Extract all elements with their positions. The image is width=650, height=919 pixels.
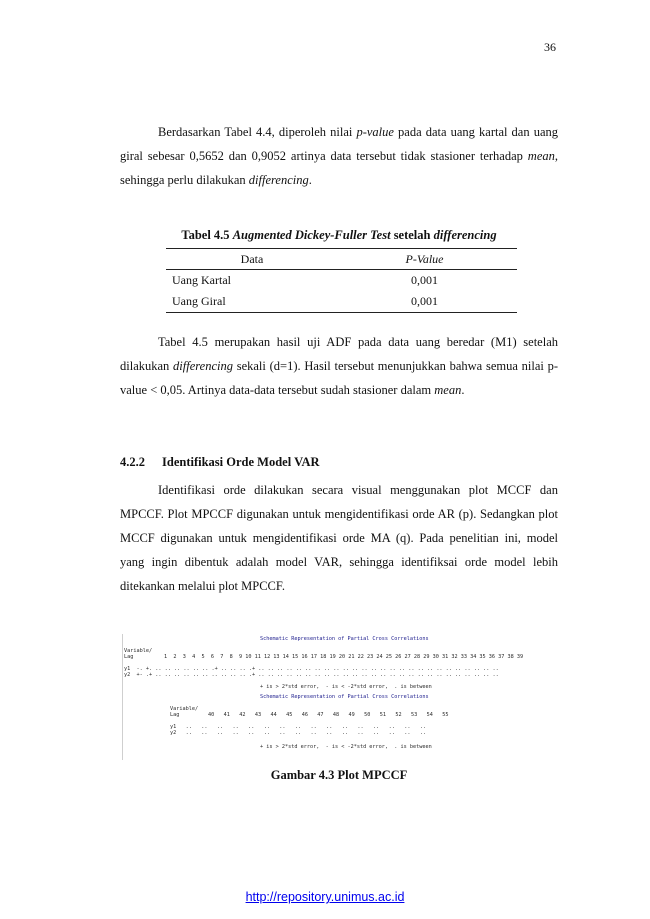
text: . (308, 173, 312, 187)
variable-label-2: Variable/ (170, 706, 199, 712)
mpccf-plot-figure: Schematic Representation of Partial Cros… (122, 634, 546, 760)
footer-url: http://repository.unimus.ac.id (0, 890, 650, 904)
table-row: Uang Kartal 0,001 (166, 270, 517, 292)
page-number: 36 (544, 40, 556, 54)
paragraph-adf-interpretation: Tabel 4.5 merupakan hasil uji ADF pada d… (120, 330, 558, 402)
table-row: Uang Giral 0,001 (166, 291, 517, 313)
table-cell: 0,001 (332, 291, 517, 313)
legend-row2: + is > 2*std error, - is < -2*std error,… (260, 744, 432, 750)
legend-row1: + is > 2*std error, - is < -2*std error,… (260, 684, 432, 690)
figure-border (122, 634, 123, 760)
text: . (461, 383, 465, 397)
text: pada data uang kartal dan uang giral seb… (120, 125, 558, 163)
lag-label-2: Lag (170, 712, 180, 718)
caption-mid: setelah (390, 228, 434, 242)
y2-row2: y2 .. .. .. .. .. .. .. .. .. .. .. .. .… (170, 730, 427, 736)
caption-italic: Augmented Dickey-Fuller Test (232, 228, 391, 242)
figure-caption: Gambar 4.3 Plot MPCCF (270, 768, 408, 782)
repository-link[interactable]: http://repository.unimus.ac.id (245, 890, 405, 904)
figure-title-2: Schematic Representation of Partial Cros… (260, 694, 429, 700)
text: Tabel 4.5 merupakan hasil uji ADF pada d… (120, 335, 558, 373)
caption-italic: differencing (433, 228, 497, 242)
column-header-p-value: P-Value (332, 248, 517, 270)
table-header-row: Data P-Value (166, 248, 517, 270)
italic-term: p-value (356, 125, 394, 139)
section-heading: 4.2.2 Identifikasi Orde Model VAR (120, 455, 320, 470)
section-title: Identifikasi Orde Model VAR (162, 455, 320, 469)
lag-numbers-row1: 1 2 3 4 5 6 7 8 9 10 11 12 13 14 15 16 1… (164, 654, 524, 660)
paragraph-order-identification: Identifikasi orde dilakukan secara visua… (120, 478, 558, 598)
italic-term: mean (434, 383, 462, 397)
table-cell: 0,001 (411, 273, 438, 287)
y1-row2: y1 .. .. .. .. .. .. .. .. .. .. .. .. .… (170, 724, 427, 730)
text: , sehingga perlu dilakukan (120, 149, 558, 187)
y2-row1: y2 +- .+ .. .. .. .. .. .. .. .. .. .. .… (124, 672, 499, 678)
text: Berdasarkan Tabel 4.4, diperoleh nilai (158, 125, 357, 139)
table-cell: Uang Kartal (172, 273, 231, 287)
lag-numbers-row2: 40 41 42 43 44 45 46 47 48 49 50 51 52 5… (208, 712, 449, 718)
variable-label: Variable/ (124, 648, 153, 654)
adf-results-table: Data P-Value Uang Kartal 0,001 Uang Gira… (166, 248, 517, 313)
y1-row1: y1 -. +. .. .. .. .. .. .. .+ .. .. .. .… (124, 666, 499, 672)
text: sekali (d=1). Hasil tersebut menunjukkan… (120, 359, 559, 397)
table-caption: Tabel 4.5 Augmented Dickey-Fuller Test s… (120, 228, 558, 243)
section-number: 4.2.2 (120, 455, 145, 469)
italic-term: mean (527, 149, 555, 163)
text: Identifikasi orde dilakukan secara visua… (120, 483, 558, 593)
figure-title: Schematic Representation of Partial Cros… (260, 636, 429, 642)
column-header-data: Data (166, 248, 332, 270)
italic-term: differencing (173, 359, 233, 373)
paragraph-adf-summary: Berdasarkan Tabel 4.4, diperoleh nilai p… (120, 120, 558, 192)
table-cell: Uang Giral (166, 291, 332, 313)
lag-label: Lag (124, 654, 134, 660)
italic-term: differencing (248, 173, 309, 187)
caption-prefix: Tabel 4.5 (181, 228, 233, 242)
